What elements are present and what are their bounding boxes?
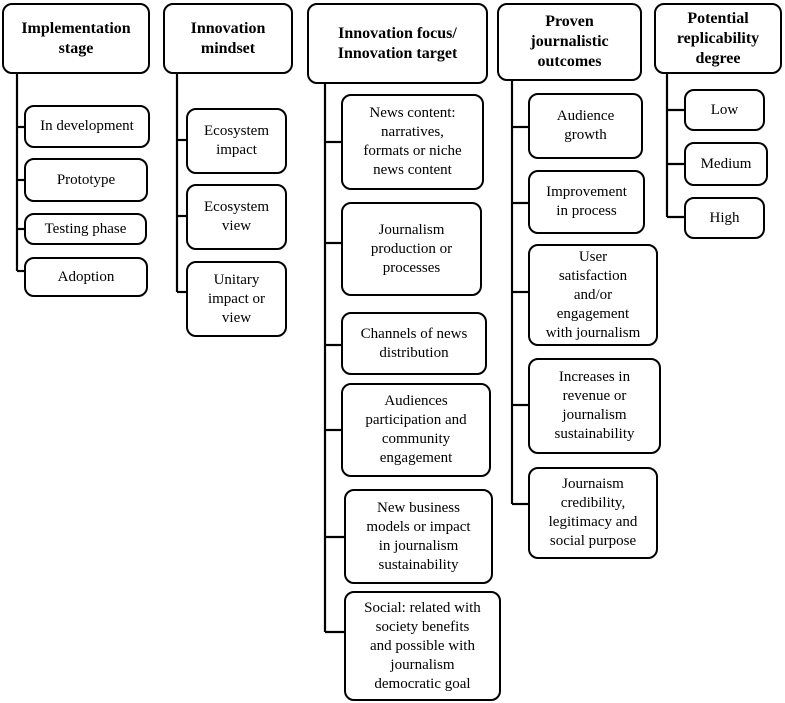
item-journalism-production: Journalism production or processes <box>341 202 482 296</box>
item-journaism-credibility: Journaism credibility, legitimacy and so… <box>528 467 658 559</box>
header-potential-replicability: Potential replicability degree <box>654 3 782 74</box>
item-audiences-participation: Audiences participation and community en… <box>341 383 491 477</box>
item-ecosystem-view: Ecosystem view <box>186 184 287 250</box>
item-audience-growth: Audience growth <box>528 93 643 159</box>
item-low: Low <box>684 89 765 131</box>
item-in-development: In development <box>24 105 150 148</box>
item-unitary-impact-or-view: Unitary impact or view <box>186 261 287 337</box>
item-prototype: Prototype <box>24 158 148 202</box>
item-news-content: News content: narratives, formats or nic… <box>341 94 484 190</box>
item-adoption: Adoption <box>24 257 148 297</box>
item-improvement-in-process: Improvement in process <box>528 170 645 234</box>
header-implementation-stage: Implementation stage <box>2 3 150 74</box>
item-increases-in-revenue: Increases in revenue or journalism susta… <box>528 358 661 454</box>
item-channels-of-news-distribution: Channels of news distribution <box>341 312 487 375</box>
item-high: High <box>684 197 765 239</box>
item-user-satisfaction: User satisfaction and/or engagement with… <box>528 244 658 346</box>
item-medium: Medium <box>684 142 768 186</box>
item-testing-phase: Testing phase <box>24 213 147 245</box>
header-proven-journalistic-outcomes: Proven journalistic outcomes <box>497 3 642 81</box>
header-innovation-focus: Innovation focus/ Innovation target <box>307 3 488 84</box>
item-social-benefits: Social: related with society benefits an… <box>344 591 501 701</box>
header-innovation-mindset: Innovation mindset <box>163 3 293 74</box>
item-new-business-models: New business models or impact in journal… <box>344 489 493 584</box>
item-ecosystem-impact: Ecosystem impact <box>186 108 287 174</box>
